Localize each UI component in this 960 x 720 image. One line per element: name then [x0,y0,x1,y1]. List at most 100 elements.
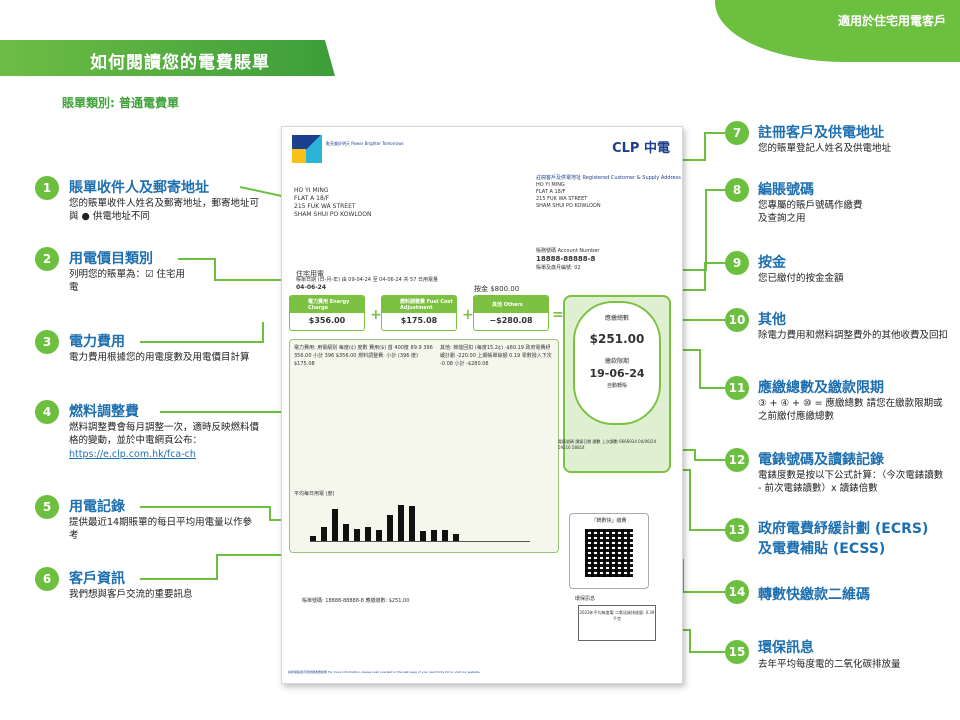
callout-number: 6 [35,567,59,591]
total-value: $251.00 [589,332,645,346]
callout-title: 環保訊息 [758,640,814,656]
callout-title: 電錶號碼及讀錶記錄 [758,452,884,468]
usage-bar [365,526,371,541]
callout-desc: 電錶度數是按以下公式計算：（今次電錶讀數 - 前次電錶讀數）x 讀錶倍數 [758,470,944,494]
callout-number: 13 [725,518,749,542]
account-label: 賬務號碼 Account Number [536,248,600,254]
callout-desc: 去年平均每度電的二氧化碳排放量 [758,659,901,670]
callout-title: 客戶資訊 [69,571,125,587]
callout-number: 15 [725,640,749,664]
equals-icon: = [552,307,564,323]
callout-number: 11 [725,376,749,400]
plus-icon: + [462,307,474,323]
fuel-charge-label: 燃料調整費 Fuel Cost Adjustment [382,296,456,313]
address-line: FLAT A 18/F [536,189,566,195]
usage-bar [354,529,360,541]
usage-bar [310,536,316,541]
callout-desc: 電力費用根據您的用電度數及用電價目計算 [69,352,250,363]
callout-title: 用電價目類別 [69,251,153,267]
customer-name: HO YI MING [294,187,329,194]
callout-desc: 除電力費用和燃料調整費外的其他收費及回扣 [758,330,949,341]
callout-desc: 您的賬單登記人姓名及供電地址 [758,143,892,154]
callout-title: 其他 [758,312,786,328]
bill-meta: 賬單日期 (日-月-年) 由 09-04-24 至 04-06-24 共 57 … [296,277,438,283]
callout-title: 註冊客戶及供電地址 [758,125,884,141]
callout-desc: 您已繳付的按金金額 [758,273,844,284]
address-line: 215 FUK WA STREET [294,203,356,210]
others-box: 其他 Others −$280.08 [473,295,549,331]
usage-bar [442,530,448,541]
usage-bar [431,530,437,541]
callout-title: 按金 [758,255,786,271]
usage-bar [321,526,327,541]
footer-account: 賬單號碼: 18888-88888-8 應繳總數: $251.00 [302,598,410,604]
clp-logo-accent [292,149,306,163]
energy-charge-box: 電力費用 Energy Charge $356.00 [289,295,365,331]
corner-label: 適用於住宅用電客戶 [837,14,946,28]
callout-number: 1 [35,176,59,200]
fca-link[interactable]: https://e.clp.com.hk/fca-ch [69,449,196,460]
callout-title: 轉數快繳款二維碼 [758,587,870,603]
address-line: SHAM SHUI PO KOWLOON [536,203,601,209]
fuel-charge-box: 燃料調整費 Fuel Cost Adjustment $175.08 [381,295,457,331]
account-block: 賬務號碼 Account Number 18888-88888-8 賬單及歲月編… [536,247,599,272]
usage-bar [420,531,426,541]
callout-desc: ③ + ④ + ⑩ = 應繳總數 請您在繳款限期或之前繳付應繳總數 [758,398,943,422]
detail-energy: 電力費用: 用電級別 每度(¢) 度數 費用($) 首 400度 89.9 39… [294,345,433,367]
connector-6 [140,554,300,580]
charge-detail: 電力費用: 用電級別 每度(¢) 度數 費用($) 首 400度 89.9 39… [289,339,559,553]
callout-title: 應繳總數及繳款限期 [758,380,884,396]
callout-desc: 您的賬單收件人姓名及郵寄地址，郵寄地址可與 ● 供電地址不同 [69,198,260,222]
bill-period-meta: 賬單日期 (日-月-年) 由 09-04-24 至 04-06-24 共 57 … [296,277,466,291]
usage-chart [310,500,530,542]
plus-icon: + [370,307,382,323]
qr-code-icon[interactable] [585,529,633,577]
fuel-charge-value: $175.08 [400,316,438,325]
due-date: 19-06-24 [589,367,645,380]
address-line: 215 FUK WA STREET [536,196,588,202]
total-panel: 應繳總數 $251.00 繳款限期 19-06-24 自動轉賬 [563,295,671,473]
due-label: 繳款限期 [604,358,629,365]
total-inner: 應繳總數 $251.00 繳款限期 19-06-24 自動轉賬 [573,301,661,425]
detail-others: 其他: 節能回扣 (每度15.2¢) -$60.19 政府電費紓緩計劃 -220… [440,345,552,367]
eco-label: 環保訊息 [575,596,596,602]
callout-number: 4 [35,400,59,424]
bill-slogan: 點亮美好明天 Power Brighter Tomorrows [326,141,404,146]
address-line: FLAT A 18/F [294,195,330,202]
meter-record: 電錶號碼 讀錶日期 讀數 上次讀數 6666934 04/06/24 59216… [558,439,657,450]
connector-2 [178,258,300,281]
callout-title: 用電記錄 [69,499,125,515]
bill-company: CLP 中電 [612,141,670,156]
others-label: 其他 Others [474,296,548,313]
callout-title: 電力費用 [69,334,125,350]
title-bar [0,40,335,76]
callout-desc: 列明您的賬單為：☑ 住宅用電 [69,269,186,293]
callout-number: 10 [725,308,749,332]
callout-number: 9 [725,251,749,275]
callout-desc: 我們想與客戶交流的重要訊息 [69,589,193,600]
callout-number: 7 [725,121,749,145]
due-note: 自動轉賬 [606,383,627,389]
address-line: SHAM SHUI PO KOWLOON [294,211,372,218]
callout-title: 燃料調整費 [69,404,139,420]
premises-type: 住宅用電 [296,270,324,278]
deposit: 按金 $800.00 [474,285,520,293]
usage-bar [409,506,415,541]
bill-sample: 點亮美好明天 Power Brighter Tomorrows CLP 中電 H… [281,126,683,684]
bill-type: 賬單類別: 普通電費單 [62,96,179,110]
callout-number: 12 [725,448,749,472]
callout-title: 政府電費紓緩計劃 (ECRS) 及電費補貼 (ECSS) [758,521,929,557]
fps-label: 「轉數快」繳費 [591,518,627,524]
bill-date: 04-06-24 [296,284,327,291]
callout-desc: 您專屬的賬戶號碼作繳費及查詢之用 [758,200,863,224]
callout-number: 3 [35,330,59,354]
callout-number: 14 [725,580,749,604]
callout-title: 賬單收件人及郵寄地址 [69,180,209,196]
others-value: −$280.08 [489,316,533,325]
supply-address: 註冊客戶及供電地址 Registered Customer & Supply A… [536,175,681,210]
usage-bar [376,530,382,541]
usage-bar [332,508,338,541]
usage-bar [343,524,349,541]
callout-number: 2 [35,247,59,271]
energy-charge-value: $356.00 [308,316,346,325]
